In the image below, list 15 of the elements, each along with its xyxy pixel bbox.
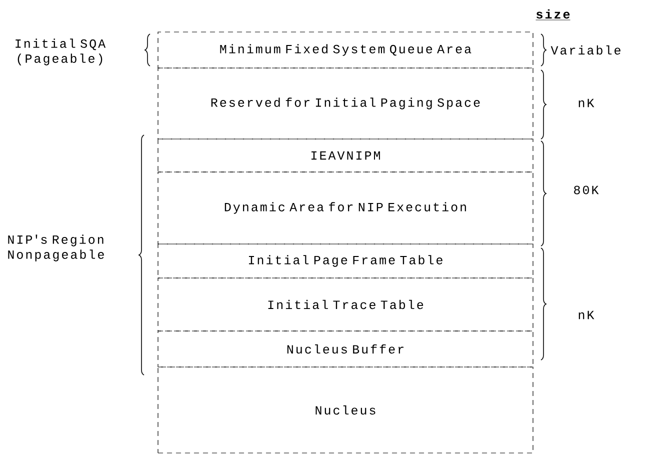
memory-area: Initial Page Frame Table (158, 244, 534, 278)
memory-area: Initial Trace Table (158, 278, 534, 332)
memory-area: Nucleus (158, 366, 534, 454)
memory-area: Nucleus Buffer (158, 330, 534, 368)
side-label: nK (578, 310, 594, 320)
memory-area: IEAVNIPM (158, 138, 534, 172)
side-label: Variable (550, 45, 620, 55)
column-heading: size (536, 9, 570, 20)
side-label: 80K (574, 186, 599, 194)
memory-area: Dynamic Area for NIP Execution (158, 172, 534, 244)
side-label: nK (578, 98, 594, 108)
side-label: NIP's Region Nonpageable (8, 234, 104, 262)
side-label: Initial SQA (Pageable) (16, 38, 106, 66)
memory-area: Minimum Fixed System Queue Area (158, 32, 534, 68)
memory-area: Reserved for Initial Paging Space (158, 68, 534, 140)
